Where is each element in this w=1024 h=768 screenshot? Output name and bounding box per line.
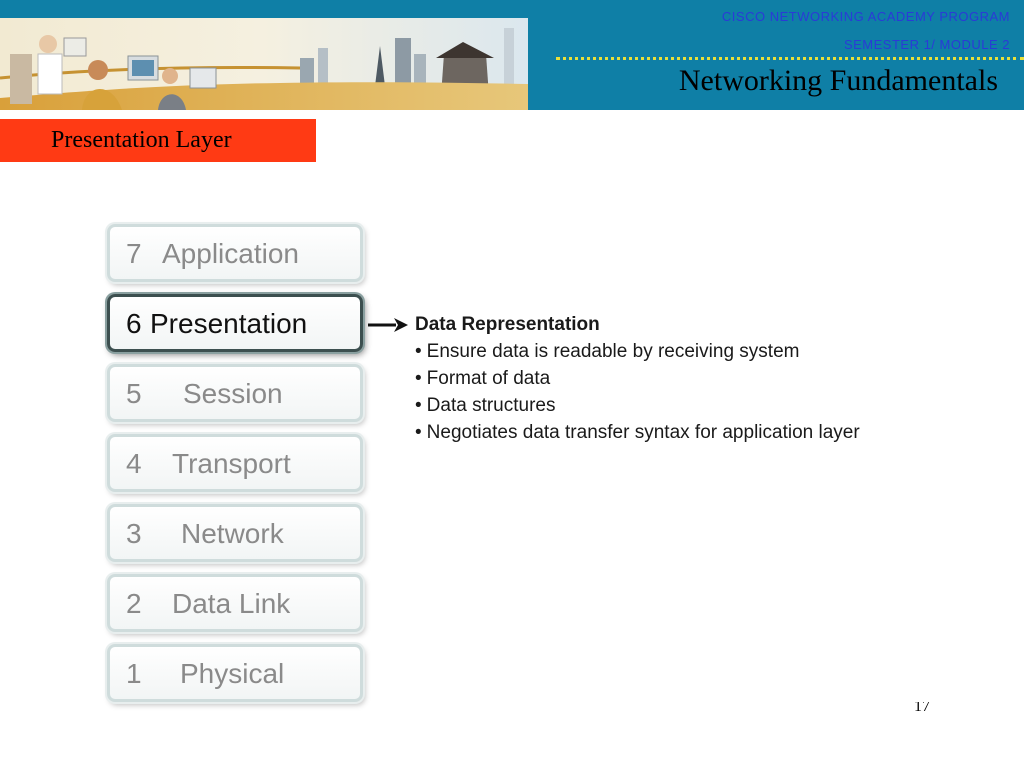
list-item: •Data structures [415, 393, 860, 420]
list-item-text: Negotiates data transfer syntax for appl… [426, 422, 860, 443]
osi-layer-presentation: 6 Presentation [107, 294, 363, 352]
layer-number: 6 [126, 308, 142, 339]
layer-number: 2 [126, 588, 142, 619]
layer-name: Session [183, 378, 283, 409]
layer-name: Application [162, 238, 299, 269]
layer-name: Physical [180, 658, 285, 689]
list-item: •Format of data [415, 366, 860, 393]
list-item: •Negotiates data transfer syntax for app… [415, 420, 860, 447]
layer-name: Network [181, 518, 284, 549]
bullet-icon: • [415, 341, 422, 362]
page-number: 17 [914, 702, 930, 715]
section-tag [0, 119, 316, 162]
program-name: CISCO NETWORKING ACADEMY PROGRAM [721, 9, 1010, 24]
list-item-text: Ensure data is readable by receiving sys… [426, 341, 800, 362]
layer-number: 4 [126, 448, 142, 479]
layer-number: 5 [126, 378, 142, 409]
osi-layer-application: 7 Application [107, 224, 363, 282]
osi-layer-transport: 4 Transport [107, 434, 363, 492]
course-title: Networking Fundamentals [678, 64, 998, 97]
bullet-icon: • [415, 395, 422, 416]
bullet-icon: • [415, 368, 422, 389]
slide-title: Presentation Layer [51, 127, 232, 153]
layer-number: 1 [126, 658, 142, 689]
layer-number: 3 [126, 518, 142, 549]
bullet-icon: • [415, 422, 422, 443]
layer-name: Data Link [172, 588, 291, 619]
header-divider [556, 57, 1024, 60]
layer-number: 7 [126, 238, 142, 269]
osi-layer-physical: 1 Physical [107, 644, 363, 702]
header-banner: CISCO NETWORKING ACADEMY PROGRAM SEMESTE… [0, 0, 1024, 110]
layer-name: Presentation [150, 308, 308, 339]
osi-layer-network: 3 Network [107, 504, 363, 562]
list-item-text: Format of data [426, 368, 551, 389]
module-label: SEMESTER 1/ MODULE 2 [843, 37, 1010, 52]
list-item-text: Data structures [426, 395, 556, 416]
layer-name: Transport [172, 448, 291, 479]
description-heading: Data Representation [415, 314, 600, 335]
arrow-right-icon [368, 318, 408, 332]
description-list: •Ensure data is readable by receiving sy… [415, 339, 860, 447]
list-item: •Ensure data is readable by receiving sy… [415, 339, 860, 366]
osi-layer-data-link: 2 Data Link [107, 574, 363, 632]
header-illustration [0, 18, 528, 110]
osi-layer-session: 5 Session [107, 364, 363, 422]
